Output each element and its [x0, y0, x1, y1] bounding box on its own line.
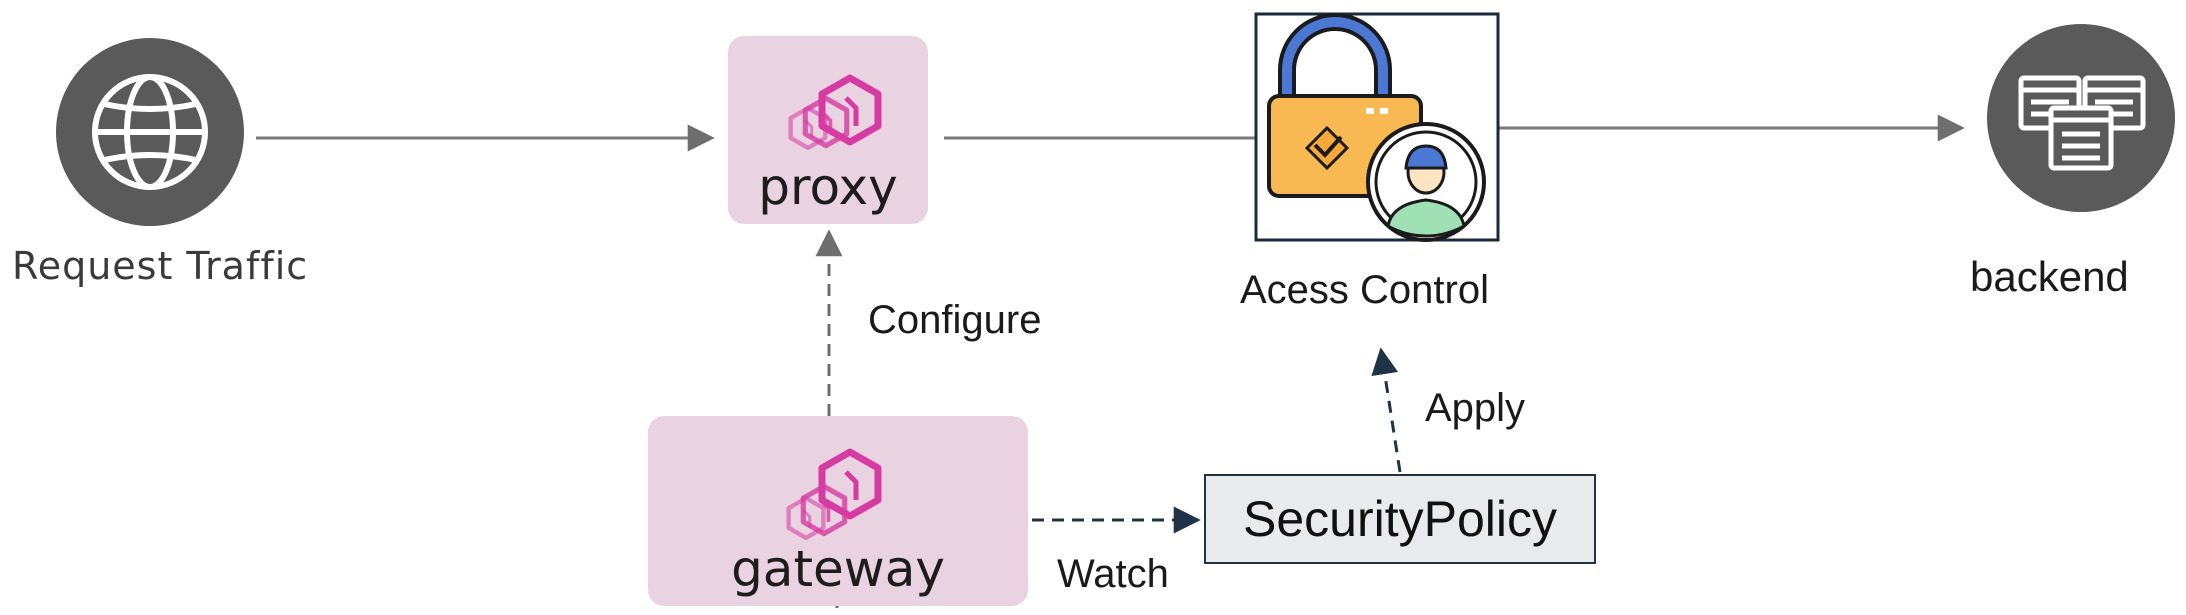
watch-edge-label: Watch — [1057, 552, 1169, 596]
request-node — [56, 38, 244, 226]
backend-label: backend — [1970, 253, 2129, 300]
proxy-node — [728, 36, 928, 224]
security-policy-label: SecurityPolicy — [1243, 491, 1557, 547]
globe-icon — [92, 74, 208, 190]
gateway-node — [648, 416, 1028, 606]
apply-edge-label: Apply — [1425, 386, 1526, 430]
request-traffic-label: Request Traffic — [12, 244, 309, 288]
server-stack-icon — [2018, 75, 2146, 171]
backend-node — [1987, 24, 2175, 212]
gateway-label: gateway — [731, 540, 945, 598]
configure-edge-label: Configure — [868, 298, 1042, 342]
padlock-user-icon — [1267, 13, 1486, 242]
access-control-node — [1254, 12, 1500, 242]
edge-apply — [1371, 347, 1402, 473]
security-policy-node: SecurityPolicy — [1204, 474, 1596, 564]
proxy-label: proxy — [758, 158, 898, 216]
access-control-label: Acess Control — [1240, 268, 1489, 312]
